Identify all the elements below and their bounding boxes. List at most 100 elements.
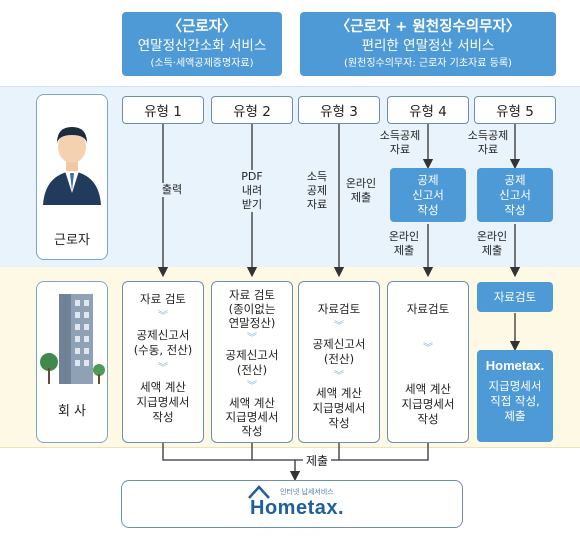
t5-statement-box: Hometax. 지급명세서 직접 작성, 제출 [477, 350, 553, 442]
header-right: 〈근로자 + 원천징수의무자〉 편리한 연말정산 서비스 (원천징수의무자: 근… [300, 12, 556, 76]
t1-step-form-note: (수동, 전산) [133, 343, 193, 357]
t4-top-text: 소득공제 자료 [370, 129, 430, 157]
t3-step-tax: 세액 계산 [316, 386, 362, 400]
t5-box-line2: 신고서 [499, 187, 531, 202]
chevron-down-icon: ︾ [247, 381, 257, 392]
t1-print: 출력 [161, 183, 183, 196]
t1-step-review: 자료 검토 [140, 292, 186, 306]
t4-step-tax: 세액 계산 [405, 382, 451, 396]
header-left-title: 〈근로자〉 [167, 19, 237, 35]
t5-box-line1: 공제 [504, 172, 526, 187]
t5-statement-line1: 지급명세서 [488, 379, 542, 393]
t2-company-process: 자료 검토 (종이없는 연말정산) ︾ 공제신고서 (전산) ︾ 세액 계산 지… [211, 281, 293, 443]
t2-step-review: 자료 검토 [229, 288, 275, 302]
type-5-label: 유형 5 [474, 96, 556, 124]
t5-statement-line3: 제출 [504, 409, 526, 423]
t4-step-write: 작성 [417, 412, 439, 426]
worker-card: 근로자 [36, 94, 108, 260]
t2-pdf-text: PDF 내려 받기 [236, 170, 268, 212]
t4-bottom-line1: 온라인 [388, 230, 420, 243]
t3-step-review: 자료검토 [317, 302, 361, 316]
header-right-title: 〈근로자 + 원천징수의무자〉 [335, 19, 521, 35]
hometax-tagline: 인터넷 납세서비스 [280, 488, 334, 496]
worker-label: 근로자 [54, 233, 90, 248]
chevron-down-icon: ︾ [334, 371, 344, 382]
t4-deduction-form-box: 공제 신고서 작성 [390, 168, 466, 222]
t4-bottom-line2: 제출 [393, 244, 415, 257]
t5-box-line3: 작성 [504, 202, 526, 217]
t1-step-form: 공제신고서 [136, 328, 190, 342]
type-1-label: 유형 1 [122, 96, 204, 124]
t4-company-process: 자료검토 ︾ 세액 계산 지급명세서 작성 [387, 281, 469, 443]
house-roof-icon [248, 485, 270, 499]
t4-bottom-text: 온라인 제출 [384, 230, 424, 258]
t4-step-review: 자료검토 [406, 302, 450, 316]
t2-step-statement: 지급명세서 [225, 410, 279, 424]
t2-pdf-line3: 받기 [241, 198, 263, 211]
t3-left-line2: 공제 [306, 184, 328, 197]
type-3-label: 유형 3 [298, 96, 380, 124]
submit-label: 제출 [303, 452, 332, 469]
t2-step-form-note: (전산) [236, 363, 268, 377]
t3-right-line2: 제출 [350, 191, 372, 204]
building-icon [40, 294, 105, 384]
t1-company-process: 자료 검토 ︾ 공제신고서 (수동, 전산) ︾ 세액 계산 지급명세서 작성 [122, 281, 204, 443]
chevron-down-icon: ︾ [158, 311, 168, 322]
t5-top-text: 소득공제 자료 [458, 129, 518, 157]
company-label: 회 사 [57, 404, 87, 419]
hometax-logo: 인터넷 납세서비스 Hometax. [250, 487, 344, 520]
t2-step-form: 공제신고서 [225, 348, 279, 362]
chevron-down-icon: ︾ [334, 321, 344, 332]
t2-step-review-note1: (종이없는 [228, 302, 276, 316]
t1-step-statement: 지급명세서 [136, 395, 190, 409]
t5-statement-line2: 직접 작성, [490, 394, 540, 408]
t3-step-write: 작성 [328, 416, 350, 430]
type-4-label: 유형 4 [387, 96, 469, 124]
t1-step-tax: 세액 계산 [140, 380, 186, 394]
t3-left-text: 소득 공제 자료 [302, 170, 332, 212]
header-left-subtitle: 연말정산간소화 서비스 [137, 38, 267, 54]
t4-top-line1: 소득공제 [379, 129, 421, 142]
t3-left-line3: 자료 [306, 198, 328, 211]
chevron-down-icon: ︾ [158, 363, 168, 374]
t3-step-form: 공제신고서 [312, 337, 366, 351]
t4-box-line3: 작성 [417, 202, 439, 217]
t3-step-statement: 지급명세서 [312, 401, 366, 415]
t3-right-line1: 온라인 [345, 177, 377, 190]
hometax-box: 인터넷 납세서비스 Hometax. [121, 480, 463, 528]
t3-company-process: 자료검토 ︾ 공제신고서 (전산) ︾ 세액 계산 지급명세서 작성 [298, 281, 380, 443]
t4-box-line2: 신고서 [412, 187, 444, 202]
t5-bottom-line1: 온라인 [476, 230, 508, 243]
t4-box-line1: 공제 [417, 172, 439, 187]
t5-bottom-line2: 제출 [481, 244, 503, 257]
t5-review-label: 자료검토 [493, 289, 537, 304]
t2-pdf-line2: 내려 [241, 184, 263, 197]
t2-step-review-note2: 연말정산) [228, 316, 276, 330]
t5-review-box: 자료검토 [477, 282, 553, 312]
hometax-brand-small: Hometax. [485, 358, 545, 373]
chevron-down-icon: ︾ [247, 333, 257, 344]
company-card: 회 사 [36, 281, 108, 443]
t2-pdf-line1: PDF [241, 170, 263, 183]
type-2-label: 유형 2 [211, 96, 293, 124]
t4-top-line2: 자료 [389, 143, 411, 156]
hometax-logo-small: Hometax. [486, 358, 545, 373]
hometax-brand: Hometax. [250, 497, 345, 519]
worker-avatar-icon [43, 127, 101, 205]
t5-top-line2: 자료 [477, 143, 499, 156]
t1-print-text: 출력 [150, 183, 194, 197]
t5-deduction-form-box: 공제 신고서 작성 [477, 168, 553, 222]
t4-step-statement: 지급명세서 [401, 397, 455, 411]
header-right-subtitle: 편리한 연말정산 서비스 [361, 38, 495, 54]
t3-step-form-note: (전산) [323, 352, 355, 366]
t2-step-tax: 세액 계산 [229, 396, 275, 410]
t1-step-write: 작성 [152, 410, 174, 424]
chevron-down-icon: ︾ [423, 343, 433, 354]
header-left-note: (소득·세액공제증명자료) [150, 58, 254, 69]
t3-left-line1: 소득 [306, 170, 328, 183]
t5-top-line1: 소득공제 [467, 129, 509, 142]
t3-right-text: 온라인 제출 [342, 177, 380, 205]
header-right-note: (원천징수의무자: 근로자 기초자료 등록) [344, 58, 512, 69]
t2-step-write: 작성 [241, 424, 263, 438]
